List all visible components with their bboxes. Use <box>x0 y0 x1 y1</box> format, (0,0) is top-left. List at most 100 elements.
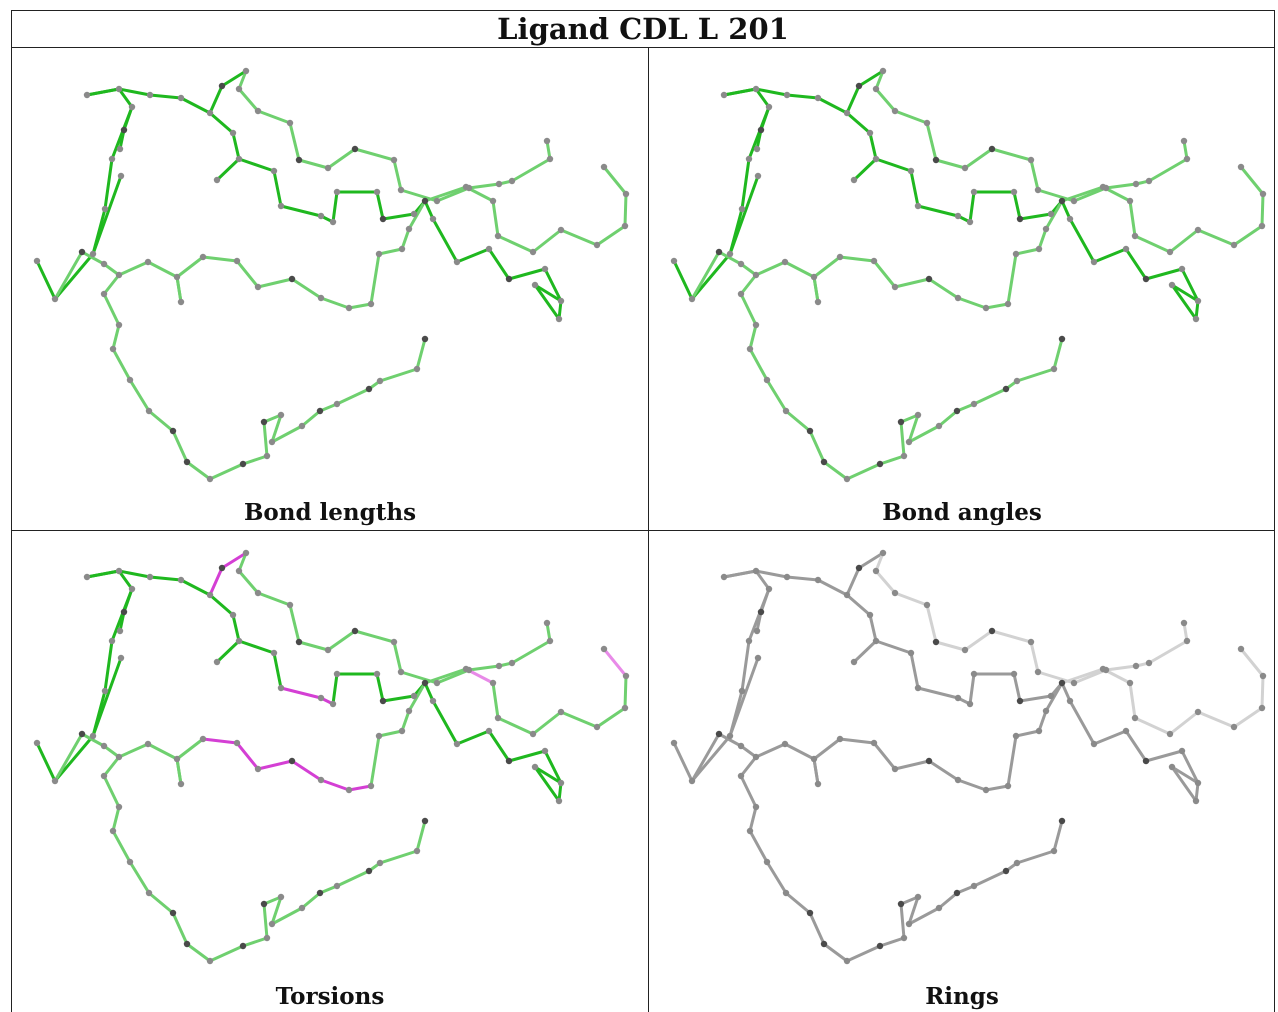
bond <box>237 69 248 91</box>
bond <box>543 267 563 303</box>
atom <box>1013 859 1021 867</box>
atom <box>763 858 771 866</box>
bond <box>353 629 396 644</box>
atom <box>1016 697 1024 705</box>
atom <box>783 91 791 99</box>
atom <box>891 283 899 291</box>
bond <box>754 260 787 277</box>
atom <box>954 294 962 302</box>
atom <box>263 452 271 460</box>
atom <box>1131 232 1139 240</box>
bond <box>722 87 758 97</box>
bond <box>208 944 245 963</box>
bond <box>956 296 988 310</box>
atom <box>850 658 858 666</box>
bond <box>754 569 789 579</box>
atom <box>421 335 429 343</box>
atom <box>870 257 878 265</box>
bond <box>899 420 906 458</box>
panel-bond-lengths: Bond lengths <box>12 49 648 530</box>
atom <box>1166 248 1174 256</box>
bond <box>319 296 351 310</box>
bond <box>1015 367 1056 383</box>
atom <box>855 564 863 572</box>
bond <box>331 190 339 224</box>
atom <box>126 376 134 384</box>
figure-title: Ligand CDL L 201 <box>11 10 1275 48</box>
atom <box>199 253 207 261</box>
atom <box>622 190 630 198</box>
bond <box>1170 765 1200 785</box>
bond <box>353 147 396 162</box>
bond <box>1012 672 1022 703</box>
bond <box>300 891 322 910</box>
atom <box>489 679 497 687</box>
bond <box>874 551 885 573</box>
bond <box>1018 694 1053 703</box>
atom <box>1142 275 1150 283</box>
atom <box>810 755 818 763</box>
atom <box>932 638 940 646</box>
atom <box>720 573 728 581</box>
atom <box>879 549 887 557</box>
atom <box>925 757 933 765</box>
bond <box>1060 667 1105 685</box>
atom <box>670 257 678 265</box>
bond <box>1068 699 1096 746</box>
bond <box>623 674 628 710</box>
atom <box>51 777 59 785</box>
bond <box>765 860 788 895</box>
bond <box>270 906 304 926</box>
atom <box>83 91 91 99</box>
bond <box>347 784 373 792</box>
atom <box>1002 867 1010 875</box>
atom <box>254 589 262 597</box>
atom <box>737 742 745 750</box>
bond <box>783 260 816 279</box>
bond <box>235 259 260 289</box>
bond <box>117 742 150 759</box>
atom <box>183 940 191 948</box>
atom <box>555 797 563 805</box>
bond <box>148 93 183 100</box>
bond <box>808 911 826 946</box>
bond <box>35 259 57 301</box>
atom <box>543 619 551 627</box>
bond <box>220 551 248 570</box>
atom <box>782 889 790 897</box>
atom <box>1070 197 1078 205</box>
bond <box>102 273 121 296</box>
atom <box>1258 222 1266 230</box>
bond <box>783 742 816 761</box>
atom <box>199 735 207 743</box>
bond <box>455 729 491 746</box>
atom <box>333 188 341 196</box>
bond <box>208 84 224 115</box>
atom <box>557 226 565 234</box>
atom <box>169 427 177 435</box>
atom <box>541 747 549 755</box>
atom <box>120 608 128 616</box>
bond <box>241 936 269 948</box>
bond <box>759 587 771 614</box>
atom <box>145 889 153 897</box>
atom <box>183 458 191 466</box>
bond <box>857 69 885 88</box>
atom <box>242 549 250 557</box>
bond <box>102 774 121 809</box>
bond <box>1092 247 1128 264</box>
atom <box>316 407 324 415</box>
atom <box>146 91 154 99</box>
atom <box>814 576 822 584</box>
atom <box>298 904 306 912</box>
atom <box>115 85 123 93</box>
atom <box>954 212 962 220</box>
bond <box>231 131 241 161</box>
bond <box>595 706 627 729</box>
atom <box>508 177 516 185</box>
atom <box>78 730 86 738</box>
atom <box>83 573 91 581</box>
bond <box>237 639 276 655</box>
bond <box>907 906 941 926</box>
atom <box>600 163 608 171</box>
